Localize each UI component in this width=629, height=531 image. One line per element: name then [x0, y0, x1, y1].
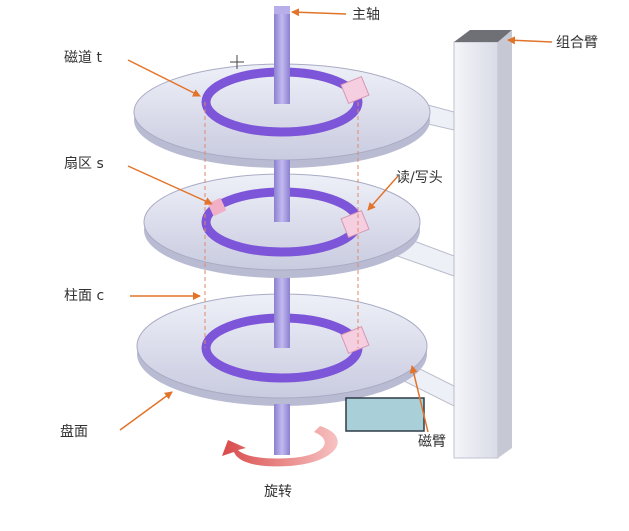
track-label: 磁道 t — [64, 50, 102, 66]
arm-arrow — [409, 365, 429, 433]
arm-column — [453, 41, 499, 459]
cursor-crosshair-icon — [230, 55, 244, 69]
arm-column-side — [498, 30, 512, 458]
sector-label: 扇区 s — [64, 156, 104, 172]
platter-middle — [143, 160, 421, 278]
track-arrow — [127, 59, 201, 97]
arm-label: 磁臂 — [418, 434, 446, 450]
platter-bottom — [136, 292, 428, 406]
assembly-arm-arrow — [507, 36, 553, 45]
surface-label: 盘面 — [60, 423, 88, 440]
surface-arrow — [119, 391, 173, 431]
head-arrow — [367, 175, 399, 211]
spindle-bottom — [274, 404, 290, 454]
spindle-label: 主轴 — [352, 7, 380, 23]
platter-top — [133, 20, 431, 168]
spindle-top — [274, 6, 290, 14]
spindle-arrow — [291, 8, 347, 17]
assembly-arm-label: 组合臂 — [556, 35, 598, 51]
sector-arrow — [127, 165, 213, 205]
rotation-label: 旋转 — [264, 484, 292, 500]
head-label: 读/写头 — [396, 169, 443, 186]
cylinder-label: 柱面 c — [64, 288, 104, 304]
rotation-arrow — [222, 426, 338, 467]
arm-column-top — [454, 30, 512, 42]
arm-callout-box — [345, 397, 425, 432]
